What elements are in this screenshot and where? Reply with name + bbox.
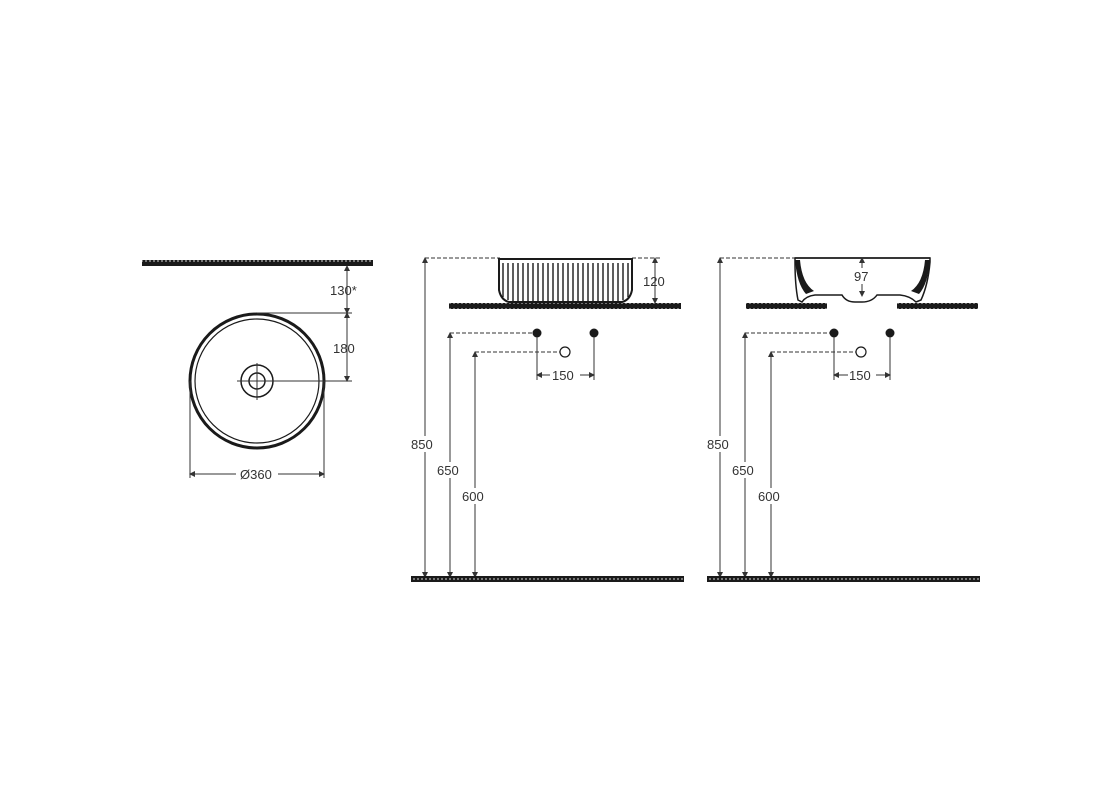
- dim-waste-height: 600: [462, 489, 484, 504]
- dim-top-height: 850: [707, 437, 729, 452]
- supply-pipe-right: [589, 328, 599, 338]
- waste-pipe: [559, 346, 571, 358]
- front-view: 120 150 850 650 600: [408, 257, 684, 582]
- ribbed-basin: [498, 258, 633, 303]
- wall-hatch: [142, 260, 373, 266]
- dim-pipe-spacing: 150: [849, 368, 871, 383]
- dim-drain-offset: 180: [333, 341, 355, 356]
- dim-diameter: Ø360: [240, 467, 272, 482]
- top-view: 130* 180 Ø360: [142, 260, 373, 482]
- dim-waste-height: 600: [758, 489, 780, 504]
- floor-hatch: [707, 576, 980, 582]
- waste-pipe: [855, 346, 867, 358]
- dim-inner-depth: 97: [854, 269, 868, 284]
- dim-supply-height: 650: [732, 463, 754, 478]
- supply-pipe-left: [532, 328, 542, 338]
- dim-supply-height: 650: [437, 463, 459, 478]
- floor-hatch: [411, 576, 684, 582]
- supply-pipe-right: [885, 328, 895, 338]
- section-view: 97 150 850 650 600: [704, 257, 980, 582]
- dim-basin-height: 120: [643, 274, 665, 289]
- countertop-left-hatch: [746, 303, 827, 309]
- dim-pipe-spacing: 150: [552, 368, 574, 383]
- countertop-right-hatch: [897, 303, 978, 309]
- dim-wall-offset: 130*: [330, 283, 357, 298]
- countertop-hatch: [449, 303, 681, 309]
- dim-top-height: 850: [411, 437, 433, 452]
- supply-pipe-left: [829, 328, 839, 338]
